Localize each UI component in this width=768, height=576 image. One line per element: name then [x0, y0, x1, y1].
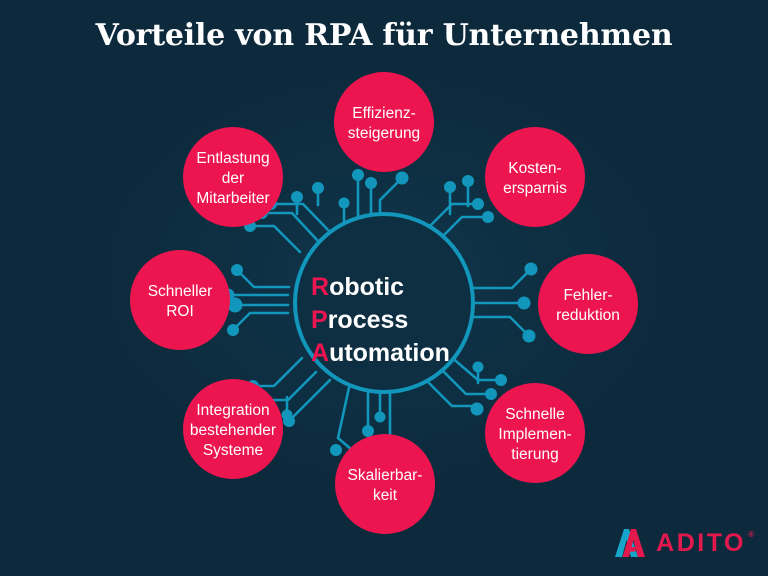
bubble-label-line-2: ROI	[166, 303, 194, 320]
bubble-label-line-2: der	[222, 170, 244, 187]
core-initial-r: R	[311, 273, 329, 301]
bubble-label-line-3: Mitarbeiter	[196, 190, 269, 207]
bubble-effizienzsteigerung[interactable]: Effizienz- steigerung	[334, 72, 434, 172]
core-line-process: Process	[311, 306, 408, 334]
bubble-label-line-2: steigerung	[348, 125, 420, 142]
bubble-label-line-1: Skalierbar-	[348, 467, 423, 484]
bubble-integration-bestehender-systeme[interactable]: Integration bestehender Systeme	[183, 379, 283, 479]
core-ring	[293, 212, 475, 394]
adito-logo: ADITO ®	[613, 528, 754, 558]
core-rest-process: rocess	[328, 306, 409, 334]
bubble-kostenersparnis[interactable]: Kosten- ersparnis	[485, 127, 585, 227]
bubble-label-line-1: Entlastung	[196, 150, 269, 167]
adito-logo-text: ADITO	[656, 528, 746, 557]
adito-logo-mark-icon	[615, 529, 646, 557]
core-rest-robotic: obotic	[329, 273, 404, 301]
core-rest-automation: utomation	[329, 339, 450, 367]
bubble-schnelle-implementierung[interactable]: Schnelle Implemen- tierung	[485, 383, 585, 483]
bubble-label-line-1: Schnelle	[505, 406, 564, 423]
bubble-shape[interactable]	[334, 72, 434, 172]
core-initial-p: P	[311, 306, 328, 334]
bubble-label-line-2: keit	[373, 487, 398, 504]
bubble-label-line-1: Fehler-	[563, 287, 612, 304]
bubble-label-line-2: reduktion	[556, 307, 620, 324]
bubble-entlastung-der-mitarbeiter[interactable]: Entlastung der Mitarbeiter	[183, 127, 283, 227]
core-line-automation: Automation	[311, 339, 450, 367]
bubble-shape[interactable]	[485, 127, 585, 227]
bubble-label-line-1: Effizienz-	[352, 105, 415, 122]
bubble-shape[interactable]	[130, 250, 230, 350]
bubble-schneller-roi[interactable]: Schneller ROI	[130, 250, 230, 350]
bubble-shape[interactable]	[183, 379, 283, 479]
bubble-fehlerreduktion[interactable]: Fehler- reduktion	[538, 254, 638, 354]
adito-logo-wordmark: ADITO ®	[656, 528, 754, 558]
bubble-label-line-1: Integration	[196, 402, 269, 419]
page-title: Vorteile von RPA für Unternehmen	[95, 18, 673, 53]
core-initial-a: A	[311, 339, 329, 367]
bubble-label-line-2: ersparnis	[503, 180, 567, 197]
bubble-label-line-2: bestehender	[190, 422, 276, 439]
core-node: Robotic Process Automation	[293, 212, 475, 394]
bubble-shape[interactable]	[538, 254, 638, 354]
bubble-label-line-1: Kosten-	[508, 160, 561, 177]
bubble-shape[interactable]	[485, 383, 585, 483]
bubble-shape[interactable]	[183, 127, 283, 227]
bubble-label-line-3: Systeme	[203, 442, 263, 459]
bubble-skalierbarkeit[interactable]: Skalierbar- keit	[335, 434, 435, 534]
trademark-icon: ®	[748, 529, 754, 539]
bubble-label-line-3: tierung	[511, 446, 558, 463]
core-line-robotic: Robotic	[311, 273, 404, 301]
bubble-shape[interactable]	[335, 434, 435, 534]
bubble-label-line-2: Implemen-	[498, 426, 571, 443]
bubble-label-line-1: Schneller	[148, 283, 213, 300]
